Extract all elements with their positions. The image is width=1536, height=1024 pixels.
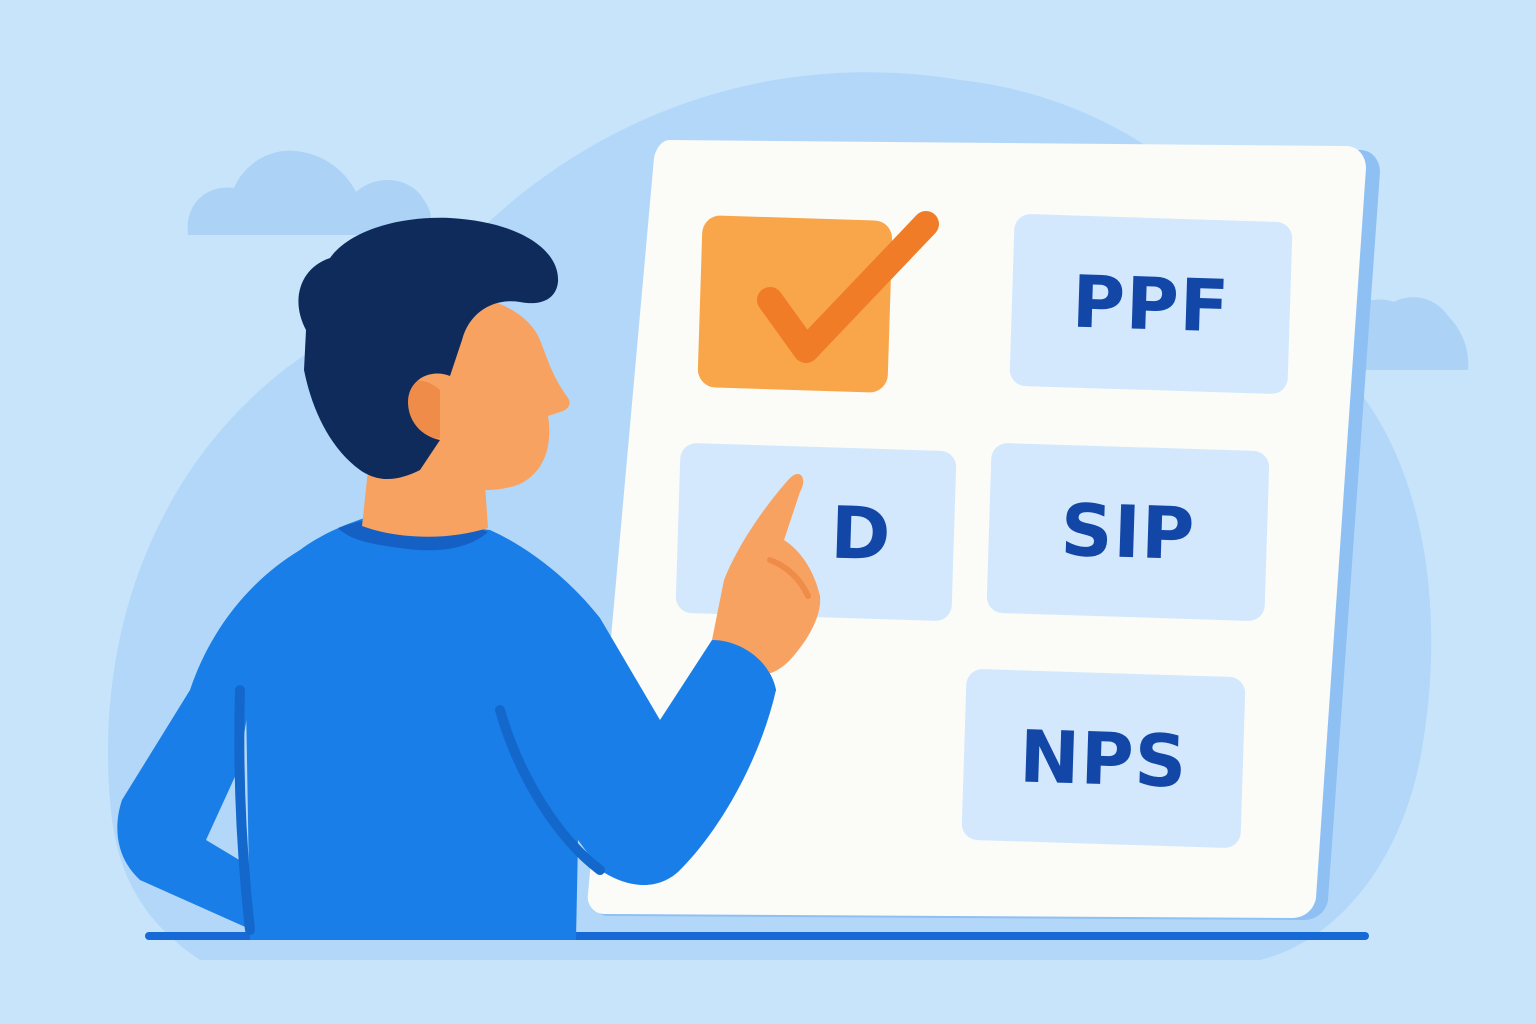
shirt <box>246 516 776 940</box>
hand <box>712 473 821 675</box>
left-arm <box>117 550 300 930</box>
hair <box>298 217 559 480</box>
cloud-left-icon <box>187 150 432 235</box>
